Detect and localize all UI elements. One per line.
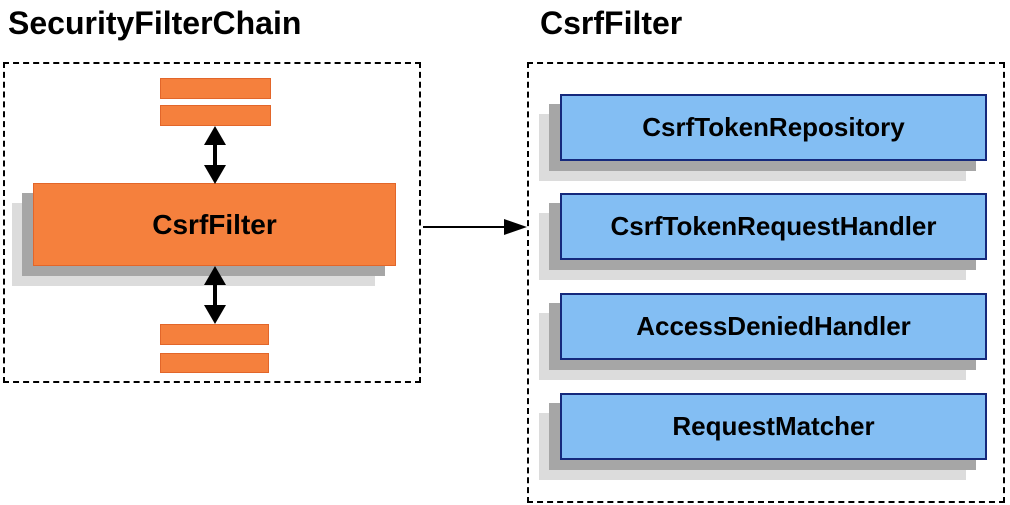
security-filter-chain-container: CsrfFilter bbox=[3, 62, 421, 383]
component-box-csrf-token-request-handler: CsrfTokenRequestHandler bbox=[560, 193, 987, 260]
component-box-request-matcher: RequestMatcher bbox=[560, 393, 987, 460]
component-box-csrf-token-repository: CsrfTokenRepository bbox=[560, 94, 987, 161]
filter-placeholder-bar bbox=[160, 78, 271, 99]
filter-placeholder-bar bbox=[160, 324, 269, 345]
csrf-filter-box: CsrfFilter bbox=[33, 183, 396, 266]
component-box-access-denied-handler: AccessDeniedHandler bbox=[560, 293, 987, 360]
security-filter-chain-title: SecurityFilterChain bbox=[8, 5, 302, 41]
filter-placeholder-bar bbox=[160, 105, 271, 126]
filter-placeholder-bar bbox=[160, 353, 269, 373]
csrf-filter-components-container: CsrfTokenRepository CsrfTokenRequestHand… bbox=[527, 62, 1005, 503]
csrf-filter-title: CsrfFilter bbox=[540, 5, 683, 41]
flow-arrow-icon bbox=[423, 219, 527, 235]
